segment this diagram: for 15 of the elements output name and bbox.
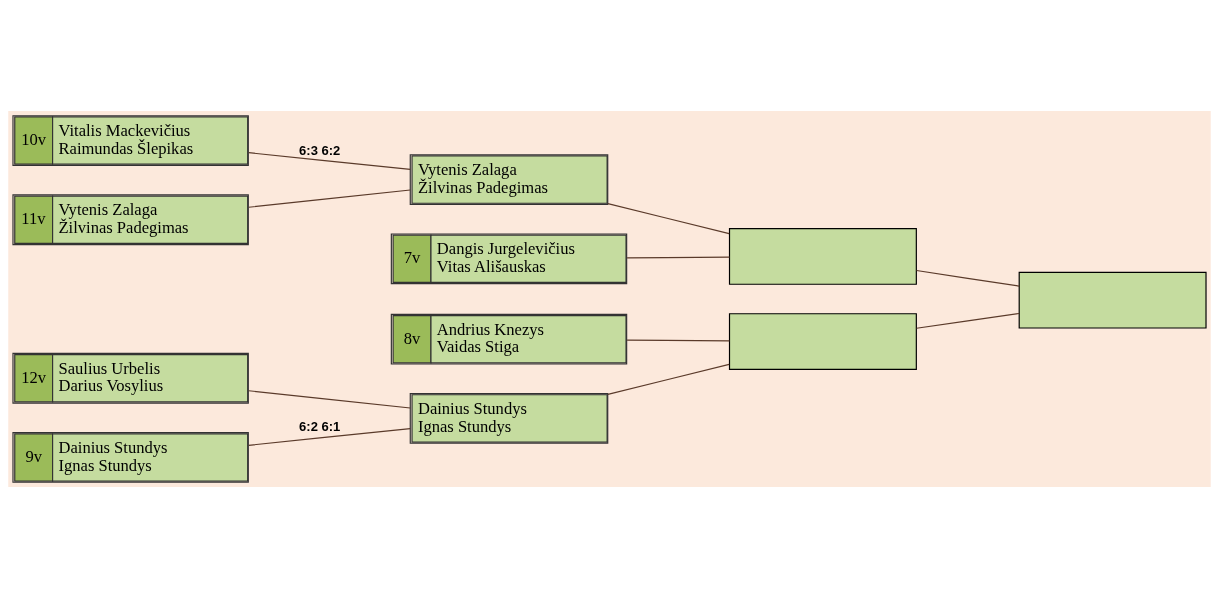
connector: [248, 389, 411, 409]
connector: [607, 202, 730, 234]
edge-label: 6:2 6:1: [299, 418, 341, 434]
node-box: [1018, 271, 1207, 329]
connector: [626, 256, 731, 258]
edge-label: 6:3 6:2: [299, 142, 341, 158]
node-box: [728, 312, 917, 370]
connector: [607, 363, 730, 395]
connector: [916, 312, 1020, 329]
connector: [248, 151, 411, 170]
node-box: [728, 227, 917, 285]
connector: [626, 339, 731, 341]
connector: [248, 188, 411, 208]
connector: [916, 269, 1020, 287]
connector: [248, 427, 411, 446]
